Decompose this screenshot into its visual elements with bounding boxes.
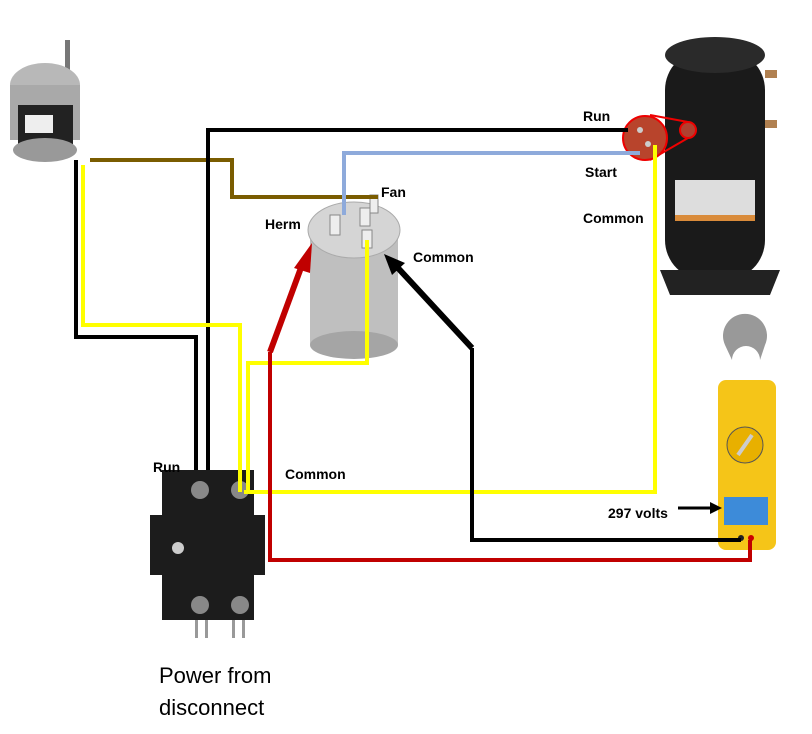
compressor-start-label: Start <box>585 164 617 180</box>
wire-red-probe <box>268 352 752 562</box>
wire-yellow-compressor-common <box>244 145 657 494</box>
wire-blue-start <box>342 151 640 215</box>
clamp-meter <box>718 313 776 550</box>
dual-run-capacitor <box>307 194 401 359</box>
wire-brown-fan <box>90 158 378 199</box>
condenser-fan-motor <box>10 40 80 162</box>
wire-yellow-motor <box>81 165 242 492</box>
wire-yellow-cap-common <box>246 240 369 492</box>
contactor <box>150 470 265 638</box>
contactor-run-label: Run <box>153 459 181 475</box>
contactor-common-label: Common <box>285 466 346 482</box>
compressor-common-label: Common <box>583 210 644 226</box>
wire-black-run <box>206 128 628 470</box>
reading-arrow <box>678 502 722 514</box>
wire-black-motor <box>74 160 198 470</box>
meter-reading-label: 297 volts <box>608 505 668 521</box>
compressor-run-label: Run <box>583 108 611 124</box>
capacitor-herm-label: Herm <box>265 216 301 232</box>
compressor <box>649 37 780 295</box>
black-probe-arrow <box>384 254 475 351</box>
power-source-caption: Power from disconnect <box>159 660 271 724</box>
power-caption-line1: Power from <box>159 663 272 688</box>
power-caption-line2: disconnect <box>159 695 265 720</box>
capacitor-fan-label: Fan <box>381 184 406 200</box>
red-probe-arrow <box>267 243 312 354</box>
capacitor-common-label: Common <box>413 249 474 265</box>
wire-black-probe <box>470 348 741 542</box>
